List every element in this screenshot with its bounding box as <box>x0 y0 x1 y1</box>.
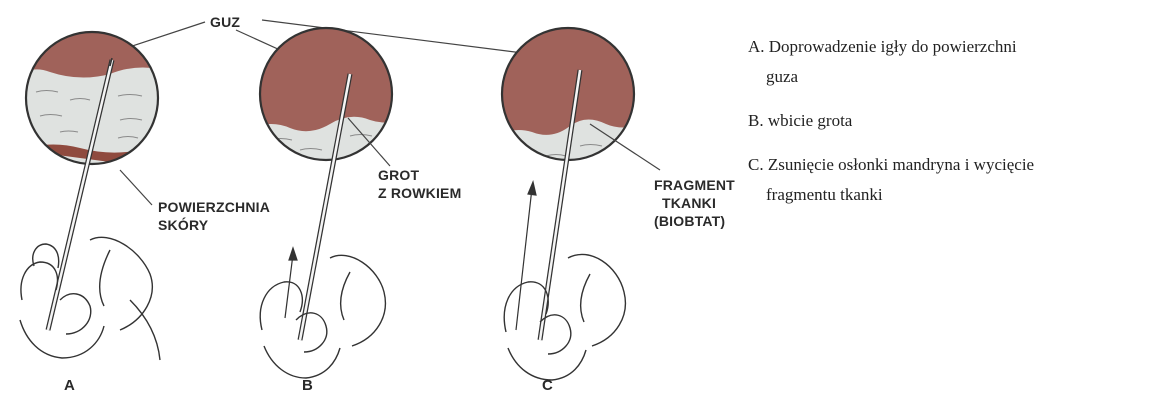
panel-c: FRAGMENT TKANKI (BIOBTAT) C <box>492 22 735 394</box>
legend-item-c-line2: fragmentu tkanki <box>748 180 1158 210</box>
panel-c-letter: C <box>542 377 553 394</box>
fragment-label-3: (BIOBTAT) <box>654 213 725 229</box>
hand-b <box>260 255 385 378</box>
powierzchnia-leader <box>120 170 152 205</box>
powierzchnia-label-2: SKÓRY <box>158 216 209 233</box>
panel-a: POWIERZCHNIA SKÓRY A <box>20 28 270 394</box>
fragment-label-1: FRAGMENT <box>654 177 735 193</box>
panel-b-letter: B <box>302 377 313 394</box>
legend-item-a: A. Doprowadzenie igły do powierzchni guz… <box>748 32 1158 92</box>
legend-item-c-line1: C. Zsunięcie osłonki mandryna i wycięcie <box>748 155 1034 174</box>
legend-item-a-line1: A. Doprowadzenie igły do powierzchni <box>748 37 1017 56</box>
hand-a <box>20 237 160 360</box>
upward-arrow-c <box>516 182 536 330</box>
grot-label-2: Z ROWKIEM <box>378 185 461 201</box>
legend-item-b-text: B. wbicie grota <box>748 111 852 130</box>
magnifier-circle-c <box>492 22 652 170</box>
legend-list: A. Doprowadzenie igły do powierzchni guz… <box>748 32 1158 224</box>
legend-item-b: B. wbicie grota <box>748 106 1158 136</box>
legend-item-c: C. Zsunięcie osłonki mandryna i wycięcie… <box>748 150 1158 210</box>
fragment-label-2: TKANKI <box>662 195 716 211</box>
powierzchnia-label-1: POWIERZCHNIA <box>158 199 270 215</box>
grot-label-1: GROT <box>378 167 419 183</box>
panel-a-letter: A <box>64 377 75 394</box>
magnifier-circle-a <box>20 28 170 168</box>
legend-item-a-line2: guza <box>748 62 1158 92</box>
panel-b: GROT Z ROWKIEM B <box>250 22 461 394</box>
guz-label: GUZ <box>210 14 240 30</box>
magnifier-circle-b <box>250 22 410 170</box>
